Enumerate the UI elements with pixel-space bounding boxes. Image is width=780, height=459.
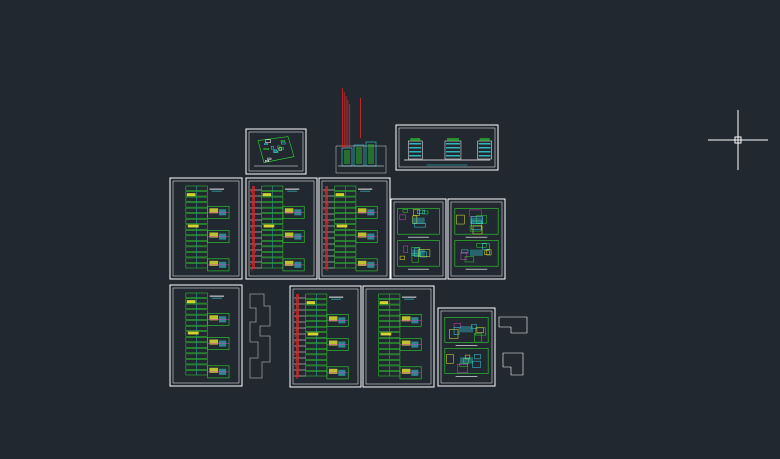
floor-plan-sheet-1[interactable] bbox=[169, 177, 243, 280]
floor-plan-sheet-5[interactable] bbox=[289, 285, 362, 388]
crosshair-icon bbox=[708, 110, 768, 170]
unit-plan-sheet-2[interactable] bbox=[447, 198, 506, 280]
elevation-sheet[interactable] bbox=[395, 124, 499, 171]
perspective-view-sheet[interactable] bbox=[335, 88, 387, 174]
floor-plan-sheet-2[interactable] bbox=[245, 177, 318, 280]
outline-plan[interactable] bbox=[249, 293, 271, 379]
floor-plan-sheet-6[interactable] bbox=[362, 285, 435, 388]
unit-plan-sheet-3[interactable] bbox=[437, 307, 496, 387]
floor-plan-sheet-3[interactable] bbox=[318, 177, 391, 280]
site-plan-sheet[interactable] bbox=[245, 128, 307, 175]
unit-plan-sheet-1[interactable] bbox=[390, 198, 447, 280]
loose-unit-outline[interactable] bbox=[498, 316, 528, 376]
floor-plan-sheet-4[interactable] bbox=[169, 284, 243, 387]
